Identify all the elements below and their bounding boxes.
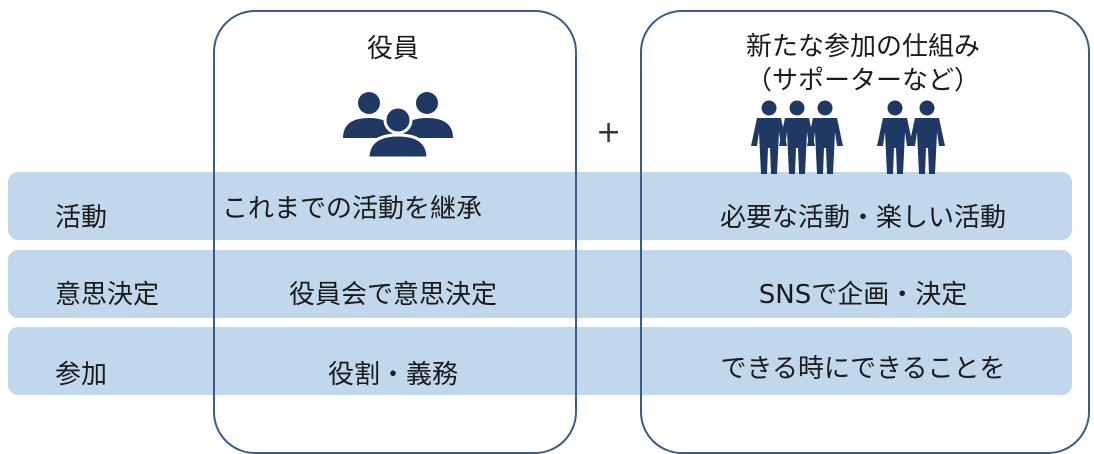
officers-participation-text: 役割・義務 xyxy=(327,360,458,390)
new-decision-text: SNSで企画・決定 xyxy=(758,280,968,310)
row-band-decision xyxy=(8,250,1072,318)
row-band-participation xyxy=(8,327,1072,395)
officers-title: 役員 xyxy=(366,34,419,64)
new-participation-subtitle: （サポーターなど） xyxy=(745,66,980,96)
new-activity-text: 必要な活動・楽しい活動 xyxy=(719,203,1006,233)
people-icon xyxy=(751,100,945,174)
plus-sign: + xyxy=(596,115,622,150)
row-label-activity: 活動 xyxy=(55,203,108,233)
row-label-decision: 意思決定 xyxy=(55,280,160,310)
officers-decision-text: 役員会で意思決定 xyxy=(288,280,497,310)
group-icon xyxy=(343,92,453,160)
new-participation-title: 新たな参加の仕組み xyxy=(745,32,980,62)
officers-activity-text: これまでの活動を継承 xyxy=(222,194,483,224)
row-label-participation: 参加 xyxy=(55,360,108,390)
row-band-activity xyxy=(8,172,1072,240)
new-participation-text: できる時にできることを xyxy=(720,354,1006,384)
